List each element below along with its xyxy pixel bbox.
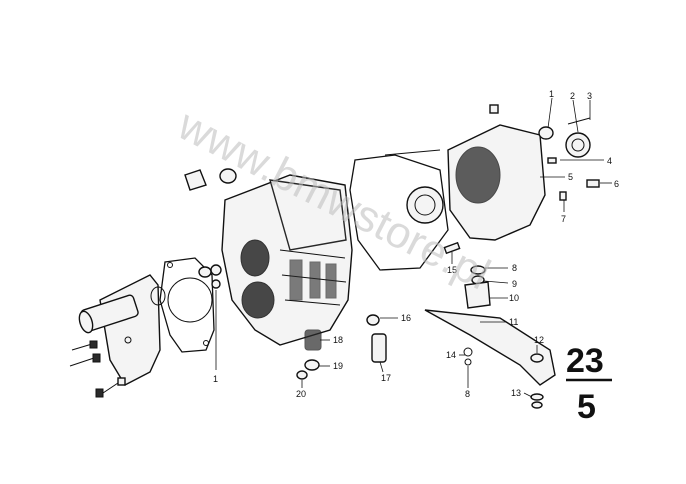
group-number-main: 23 [566, 342, 604, 380]
lower-parts [296, 241, 556, 409]
callout-label: 11 [509, 317, 518, 327]
callout-label: 15 [447, 265, 457, 275]
callout-label: 9 [512, 279, 517, 289]
small-parts-left [184, 168, 237, 289]
callout-label: 6 [614, 179, 619, 189]
callout-label: 1 [549, 89, 554, 99]
callout-label: 13 [511, 388, 521, 398]
callout-label: 10 [509, 293, 519, 303]
callout-label: 18 [333, 335, 343, 345]
callout-label: 16 [401, 313, 411, 323]
callout-label: 3 [587, 91, 592, 101]
rear-housing [384, 104, 600, 241]
middle-gasket [349, 154, 449, 271]
leader-lines [215, 97, 612, 398]
callout-label: 12 [534, 335, 544, 345]
callout-label: 4 [607, 156, 612, 166]
callout-label: 17 [381, 373, 391, 383]
callout-label: 8 [512, 263, 517, 273]
front-gasket [159, 257, 215, 353]
front-cover [78, 274, 166, 386]
callout-label: 5 [568, 172, 573, 182]
callout-label: 8 [465, 389, 470, 399]
callout-label: 20 [296, 389, 306, 399]
callout-label: 19 [333, 361, 343, 371]
callout-label: 7 [561, 214, 566, 224]
cover-bolts [69, 340, 126, 398]
callout-label: 2 [570, 91, 575, 101]
transmission-case [221, 174, 353, 346]
callout-label: 14 [446, 350, 456, 360]
group-number: 23 5 [566, 342, 612, 426]
callout-label: 1 [213, 374, 218, 384]
callout-labels: 1 1 2 3 4 5 6 7 8 9 10 11 12 13 14 8 15 … [213, 89, 619, 399]
group-number-sub: 5 [577, 388, 596, 426]
